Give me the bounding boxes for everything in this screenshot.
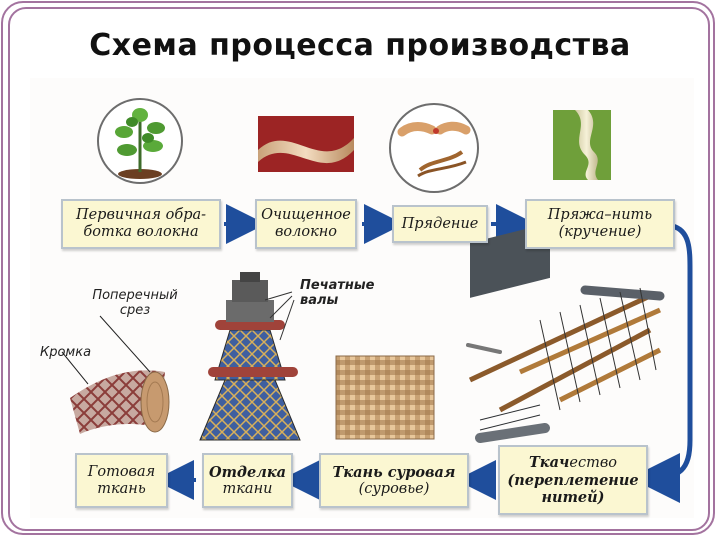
- box-finishing: Отделка ткани: [202, 453, 293, 508]
- fabric-roll-illustration: [61, 315, 170, 434]
- page-title: Схема процесса производства: [89, 28, 631, 63]
- box-spinning: Прядение: [392, 205, 488, 243]
- loom-illustration: [466, 222, 665, 443]
- yarn-illustration: [553, 110, 611, 180]
- box-weaving-line2: (переплетение: [507, 472, 639, 489]
- box-weaving-line3: нитей): [541, 489, 605, 506]
- slide-frame-inner: [8, 7, 710, 531]
- plant-illustration: [97, 98, 183, 184]
- label-edge: Кромка: [40, 345, 92, 360]
- fiber-illustration: [258, 116, 354, 172]
- box-grey-fabric: Ткань суровая (суровье): [319, 453, 469, 508]
- box-weaving: Ткачество (переплетение нитей): [498, 445, 648, 515]
- box-primary-processing: Первичная обра- ботка волокна: [61, 199, 221, 249]
- woven-fabric-swatch: [335, 355, 435, 440]
- box-ready-fabric: Готовая ткань: [75, 453, 168, 508]
- label-cross-section: Поперечный срез: [92, 288, 178, 318]
- printing-machine-illustration: [199, 272, 301, 441]
- arrow-connector: [630, 223, 693, 503]
- box-cleaned-fiber: Очищенное волокно: [255, 199, 357, 249]
- box-weaving-line1: Ткачество: [529, 454, 617, 471]
- box-yarn: Пряжа–нить (кручение): [525, 199, 675, 249]
- spinning-illustration: [389, 103, 479, 193]
- label-print-rollers: Печатные валы: [300, 278, 375, 308]
